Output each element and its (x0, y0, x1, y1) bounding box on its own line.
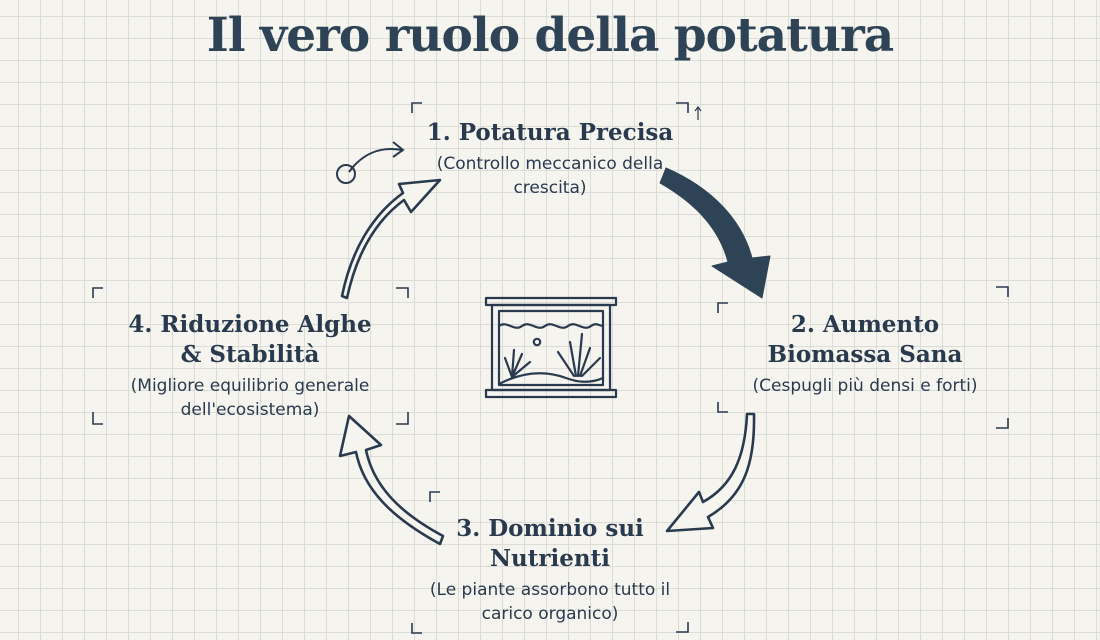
step-1-description: (Controllo meccanico della crescita) (436, 154, 664, 198)
step-3-title: 3. Dominio sui Nutrienti (456, 515, 644, 572)
step-4-title: 4. Riduzione Alghe & Stabilità (128, 311, 372, 368)
step-2: 2. Aumento Biomassa Sana (Cespugli più d… (710, 310, 1020, 398)
step-4-frame (92, 287, 409, 425)
arrow-step3-to-step4 (338, 414, 445, 546)
aquarium-icon (484, 296, 618, 399)
arrow-step2-to-step3 (665, 412, 756, 533)
step-4-description: (Migliore equilibrio generale dell'ecosi… (130, 376, 370, 420)
step-1-title: 1. Potatura Precisa (426, 119, 674, 146)
step-4: 4. Riduzione Alghe & Stabilità (Migliore… (80, 310, 420, 422)
step-3-description: (Le piante assorbono tutto il carico org… (429, 580, 671, 624)
page-title: Il vero ruolo della potatura (206, 8, 895, 63)
step-2-description: (Cespugli più densi e forti) (752, 376, 978, 396)
step-1: 1. Potatura Precisa (Controllo meccanico… (380, 118, 720, 200)
step-1-frame (411, 102, 689, 113)
step-2-frame (717, 286, 1009, 429)
step-2-title: 2. Aumento Biomassa Sana (767, 311, 963, 368)
arrow-step1-to-step2 (659, 167, 771, 299)
small-up-arrow-icon (694, 106, 702, 120)
step-3: 3. Dominio sui Nutrienti (Le piante asso… (380, 514, 720, 626)
step-3-frame (411, 491, 689, 634)
arrow-step4-to-step1 (340, 178, 442, 300)
rotate-arrow-icon (336, 141, 405, 184)
